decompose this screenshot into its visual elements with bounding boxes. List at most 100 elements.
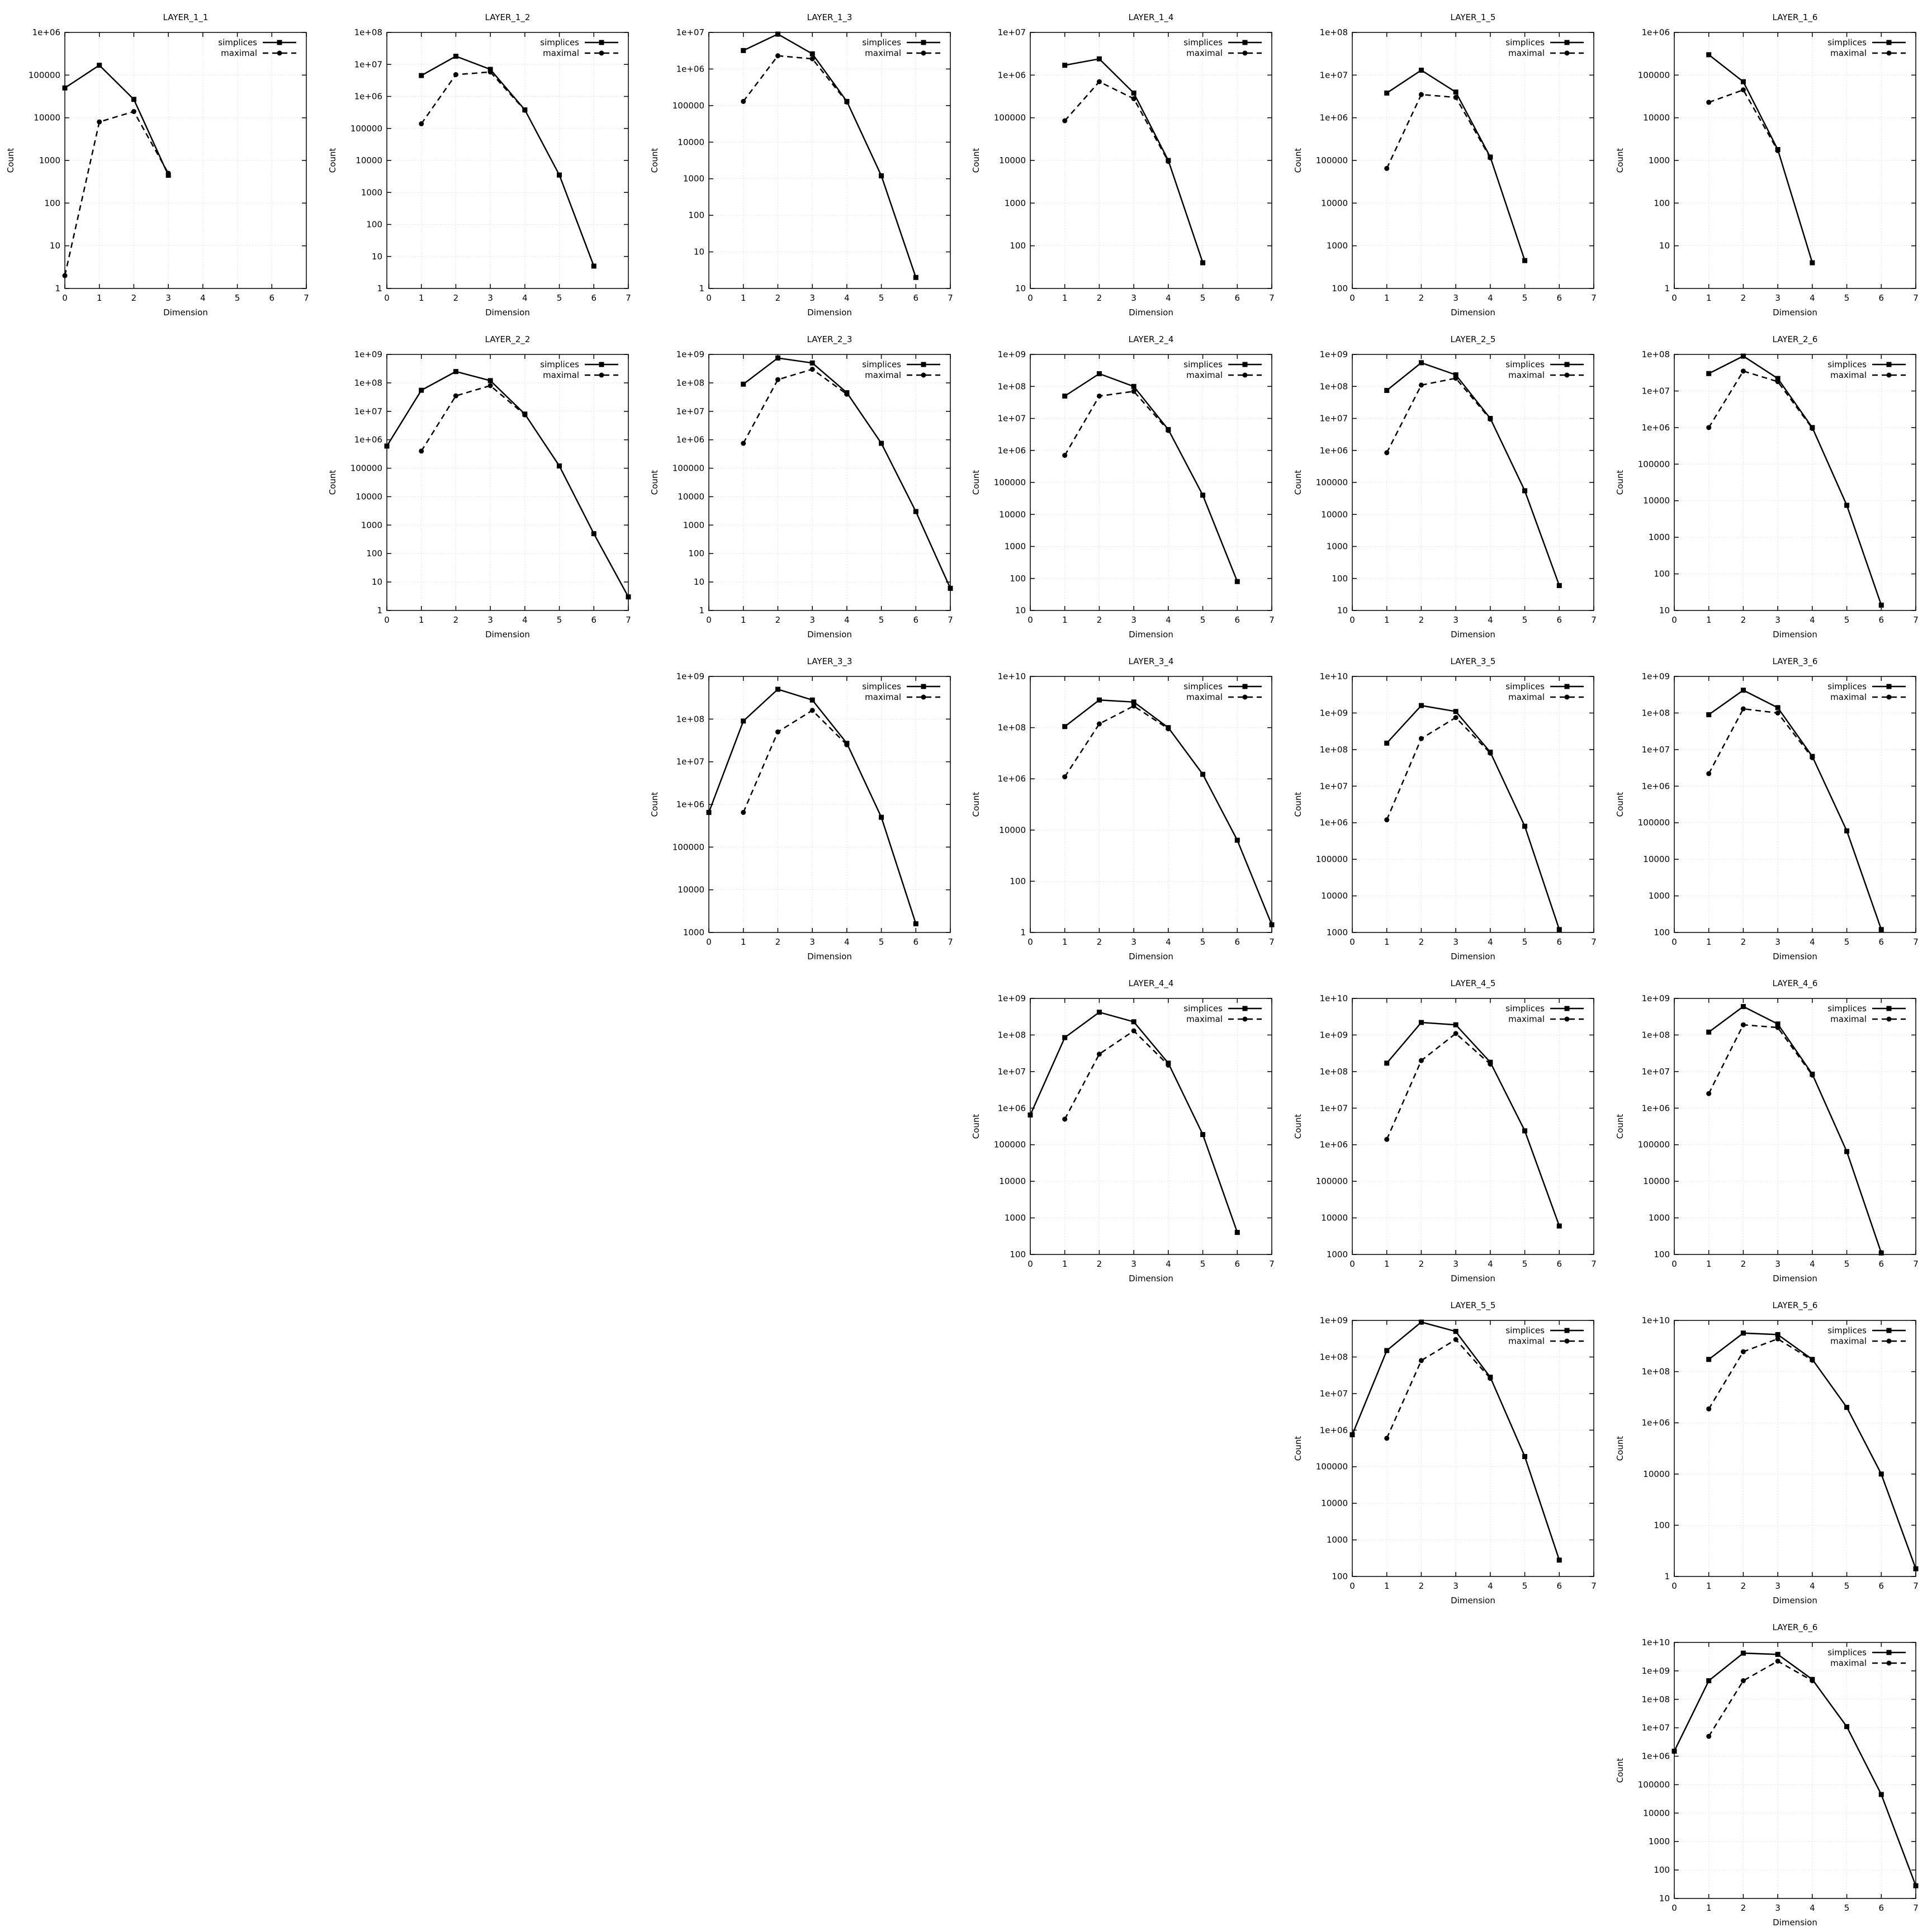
series-line-maximal: [1386, 1033, 1491, 1140]
plot-frame: [1674, 1642, 1916, 1899]
legend-marker: [1564, 684, 1570, 689]
y-tick-label: 10: [372, 577, 382, 587]
plot-frame: [1674, 998, 1916, 1255]
x-tick-label: 7: [1591, 1259, 1597, 1269]
data-point-maximal: [1488, 1376, 1493, 1381]
x-tick-label: 1: [1706, 1903, 1712, 1913]
data-point-maximal: [453, 72, 458, 77]
data-point-simplices: [1878, 602, 1884, 608]
x-tick-label: 7: [626, 293, 631, 303]
data-point-simplices: [913, 274, 918, 280]
legend-label: maximal: [1508, 692, 1545, 702]
x-tick-label: 2: [1097, 937, 1102, 947]
x-tick-label: 1: [1706, 615, 1712, 625]
y-tick-label: 100: [1654, 927, 1670, 937]
y-tick-label: 1e+07: [1642, 745, 1670, 755]
data-point-maximal: [1062, 453, 1068, 458]
data-point-simplices: [1706, 371, 1712, 376]
x-tick-label: 2: [1097, 1259, 1102, 1269]
y-tick-label: 10: [1659, 1893, 1670, 1903]
legend-marker: [1564, 1006, 1570, 1011]
data-point-maximal: [1775, 1336, 1781, 1342]
data-point-simplices: [1844, 828, 1850, 834]
x-tick-label: 1: [1706, 1259, 1712, 1269]
data-point-simplices: [1671, 1749, 1677, 1754]
data-point-simplices: [1844, 1405, 1850, 1410]
x-tick-label: 0: [1671, 1581, 1677, 1591]
x-tick-label: 5: [1200, 615, 1206, 625]
series-line-maximal: [1386, 93, 1491, 169]
data-point-maximal: [1384, 1436, 1390, 1441]
x-tick-label: 3: [1775, 937, 1781, 947]
legend-marker: [921, 40, 926, 45]
data-point-maximal: [1706, 1734, 1712, 1739]
data-point-maximal: [1775, 1658, 1781, 1664]
legend-marker: [1242, 372, 1248, 378]
data-point-simplices: [1234, 579, 1240, 584]
data-point-maximal: [741, 98, 746, 104]
data-point-simplices: [1453, 709, 1459, 714]
y-tick-label: 1e+08: [998, 1030, 1026, 1040]
x-tick-label: 7: [1913, 1581, 1919, 1591]
x-tick-label: 2: [1419, 1581, 1424, 1591]
y-axis-label: Count: [650, 792, 660, 817]
data-point-simplices: [1522, 823, 1528, 829]
data-point-simplices: [1418, 703, 1424, 708]
data-point-maximal: [1740, 1678, 1746, 1684]
x-tick-label: 4: [1166, 1259, 1171, 1269]
legend-marker: [1564, 1338, 1570, 1344]
legend-marker: [1242, 362, 1248, 367]
data-point-simplices: [1740, 688, 1746, 693]
y-axis-label: Count: [328, 470, 338, 495]
legend-marker: [1242, 1006, 1248, 1011]
plot-frame: [1674, 354, 1916, 611]
x-tick-label: 7: [626, 615, 631, 625]
data-point-simplices: [1096, 697, 1102, 703]
x-axis-label: Dimension: [1451, 1273, 1495, 1284]
y-tick-label: 1e+07: [1320, 781, 1348, 791]
data-point-simplices: [487, 67, 493, 72]
x-tick-label: 4: [1488, 1259, 1493, 1269]
data-point-simplices: [1706, 712, 1712, 717]
data-point-simplices: [879, 173, 884, 179]
data-point-simplices: [1349, 1432, 1355, 1437]
y-tick-label: 1e+08: [998, 381, 1026, 391]
legend-label: simplices: [1183, 37, 1223, 48]
data-point-simplices: [913, 509, 918, 514]
y-axis-label: Count: [1615, 148, 1625, 173]
data-point-maximal: [741, 441, 746, 446]
x-tick-label: 4: [844, 937, 850, 947]
data-point-simplices: [453, 369, 458, 375]
y-tick-label: 1000: [361, 520, 382, 530]
chart-panel: 1000100001000001e+061e+071e+081e+091e+10…: [1293, 656, 1597, 962]
x-axis-label: Dimension: [807, 629, 852, 640]
data-point-maximal: [1810, 1678, 1815, 1684]
x-tick-label: 5: [1522, 293, 1528, 303]
data-point-simplices: [1062, 1035, 1068, 1040]
y-tick-label: 1e+07: [1642, 1723, 1670, 1733]
x-tick-label: 0: [1027, 615, 1033, 625]
y-tick-label: 10: [1659, 241, 1670, 251]
x-tick-label: 6: [1879, 937, 1884, 947]
series-line-maximal: [1708, 708, 1813, 774]
data-point-simplices: [62, 85, 68, 91]
y-tick-label: 1000: [683, 927, 704, 937]
data-point-simplices: [1706, 1357, 1712, 1362]
plot-frame: [1030, 998, 1272, 1255]
y-tick-label: 100000: [1316, 1176, 1348, 1186]
x-tick-label: 5: [557, 293, 562, 303]
chart-title: LAYER_1_1: [163, 12, 209, 23]
x-tick-label: 0: [706, 293, 712, 303]
x-tick-label: 0: [1349, 293, 1355, 303]
series-line-maximal: [420, 385, 525, 452]
x-tick-label: 6: [1557, 1581, 1562, 1591]
x-axis-label: Dimension: [1129, 1273, 1173, 1284]
y-tick-label: 100: [1654, 198, 1670, 208]
y-tick-label: 10000: [1321, 509, 1348, 519]
data-point-maximal: [1488, 155, 1493, 160]
y-tick-label: 100000: [994, 1140, 1026, 1150]
y-tick-label: 1000: [1327, 927, 1348, 937]
data-point-simplices: [131, 97, 136, 102]
y-tick-label: 10: [1337, 605, 1348, 615]
data-point-maximal: [1062, 118, 1068, 124]
